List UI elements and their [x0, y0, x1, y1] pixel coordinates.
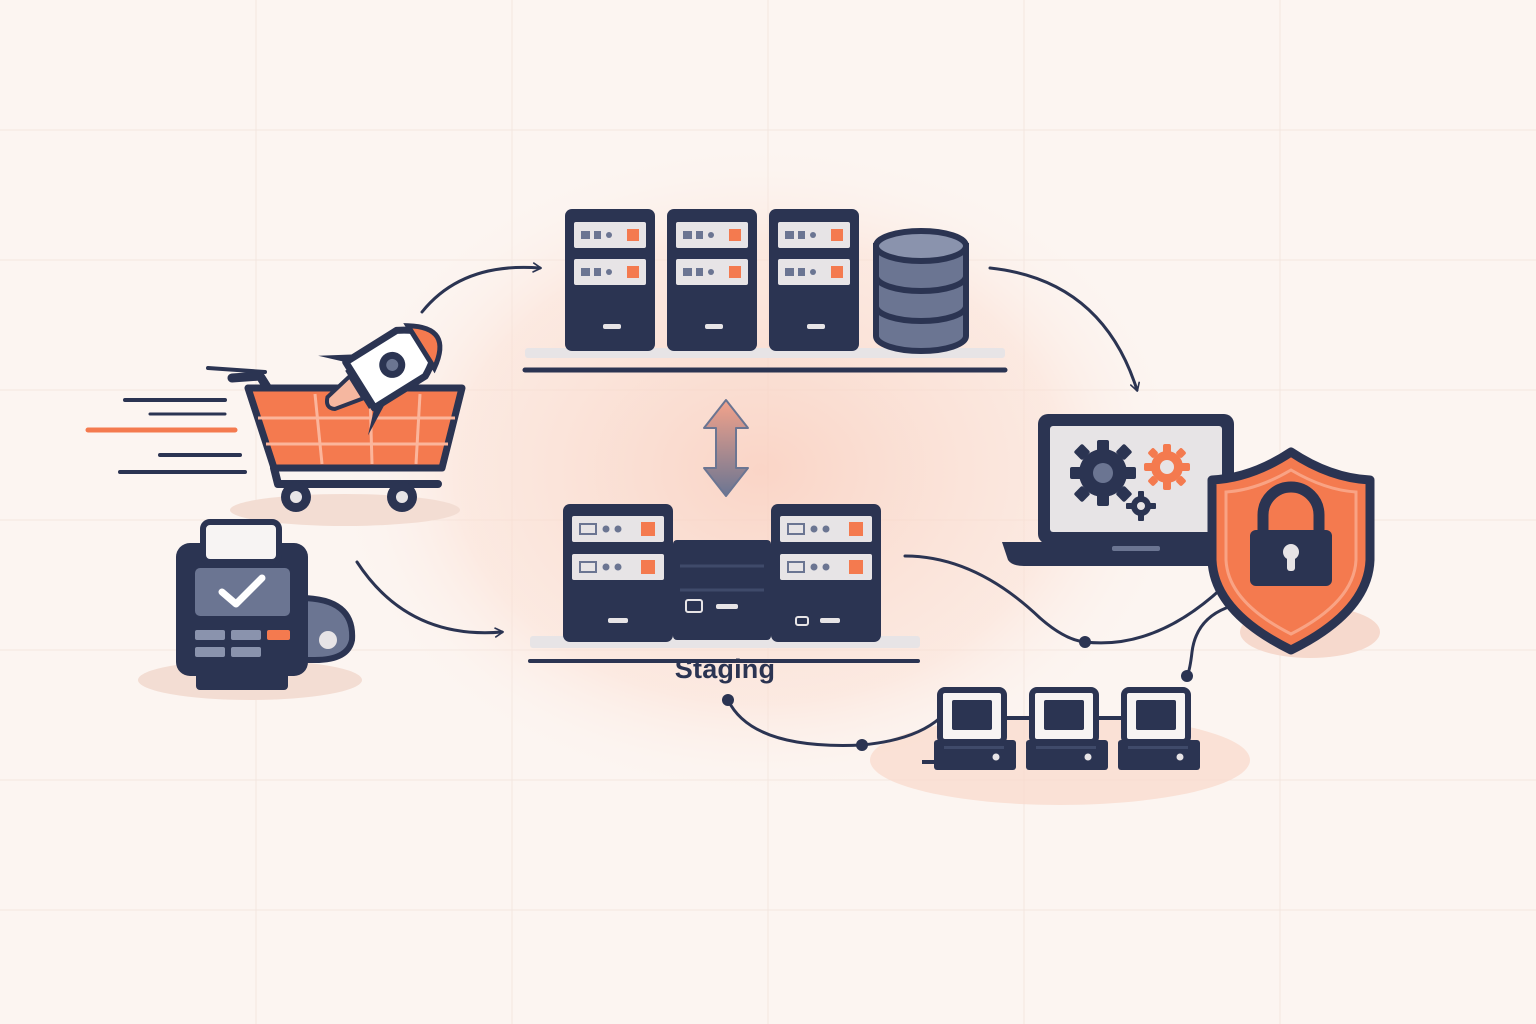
rocket-icon: [318, 323, 443, 436]
flow-arrows: [355, 262, 1141, 638]
production-server-icon: [565, 209, 655, 351]
network-node: [856, 739, 868, 751]
shopping-cart-icon: [227, 371, 466, 526]
network-node: [722, 694, 734, 706]
production-server-icon: [769, 209, 859, 351]
network-nodes: [722, 636, 1193, 751]
client-computers: [922, 687, 1200, 770]
arrow-production-to-laptop: [988, 266, 1141, 392]
network-node: [1181, 670, 1193, 682]
background-glow: [330, 140, 1190, 800]
link-staging-to-clients: [726, 698, 942, 747]
laptop-icon: [1002, 414, 1272, 566]
staging-server-icon: [771, 504, 881, 642]
staging-switch-icon: [673, 540, 771, 640]
production-cluster: [522, 209, 1008, 373]
production-server-icon: [667, 209, 757, 351]
link-staging-to-shield: [903, 554, 1224, 645]
arrow-cart-to-production: [420, 262, 542, 314]
gears-icon: [1070, 440, 1190, 521]
client-computer-icon: [1118, 687, 1200, 770]
client-computer-icon: [922, 687, 1016, 770]
database-icon: [873, 228, 969, 354]
client-computer-icon: [1026, 687, 1108, 770]
staging-server-icon: [563, 504, 673, 642]
arrow-terminal-to-staging: [355, 560, 504, 638]
sync-arrows-icon: [703, 399, 749, 497]
link-shield-to-clients: [1185, 606, 1228, 678]
speed-lines: [85, 366, 267, 474]
padlock-icon: [1250, 481, 1332, 586]
staging-label: Staging: [674, 654, 776, 684]
staging-cluster: [528, 504, 920, 663]
security-shield-icon: [1207, 447, 1380, 658]
network-node: [1079, 636, 1091, 648]
payment-terminal-icon: [138, 519, 362, 700]
